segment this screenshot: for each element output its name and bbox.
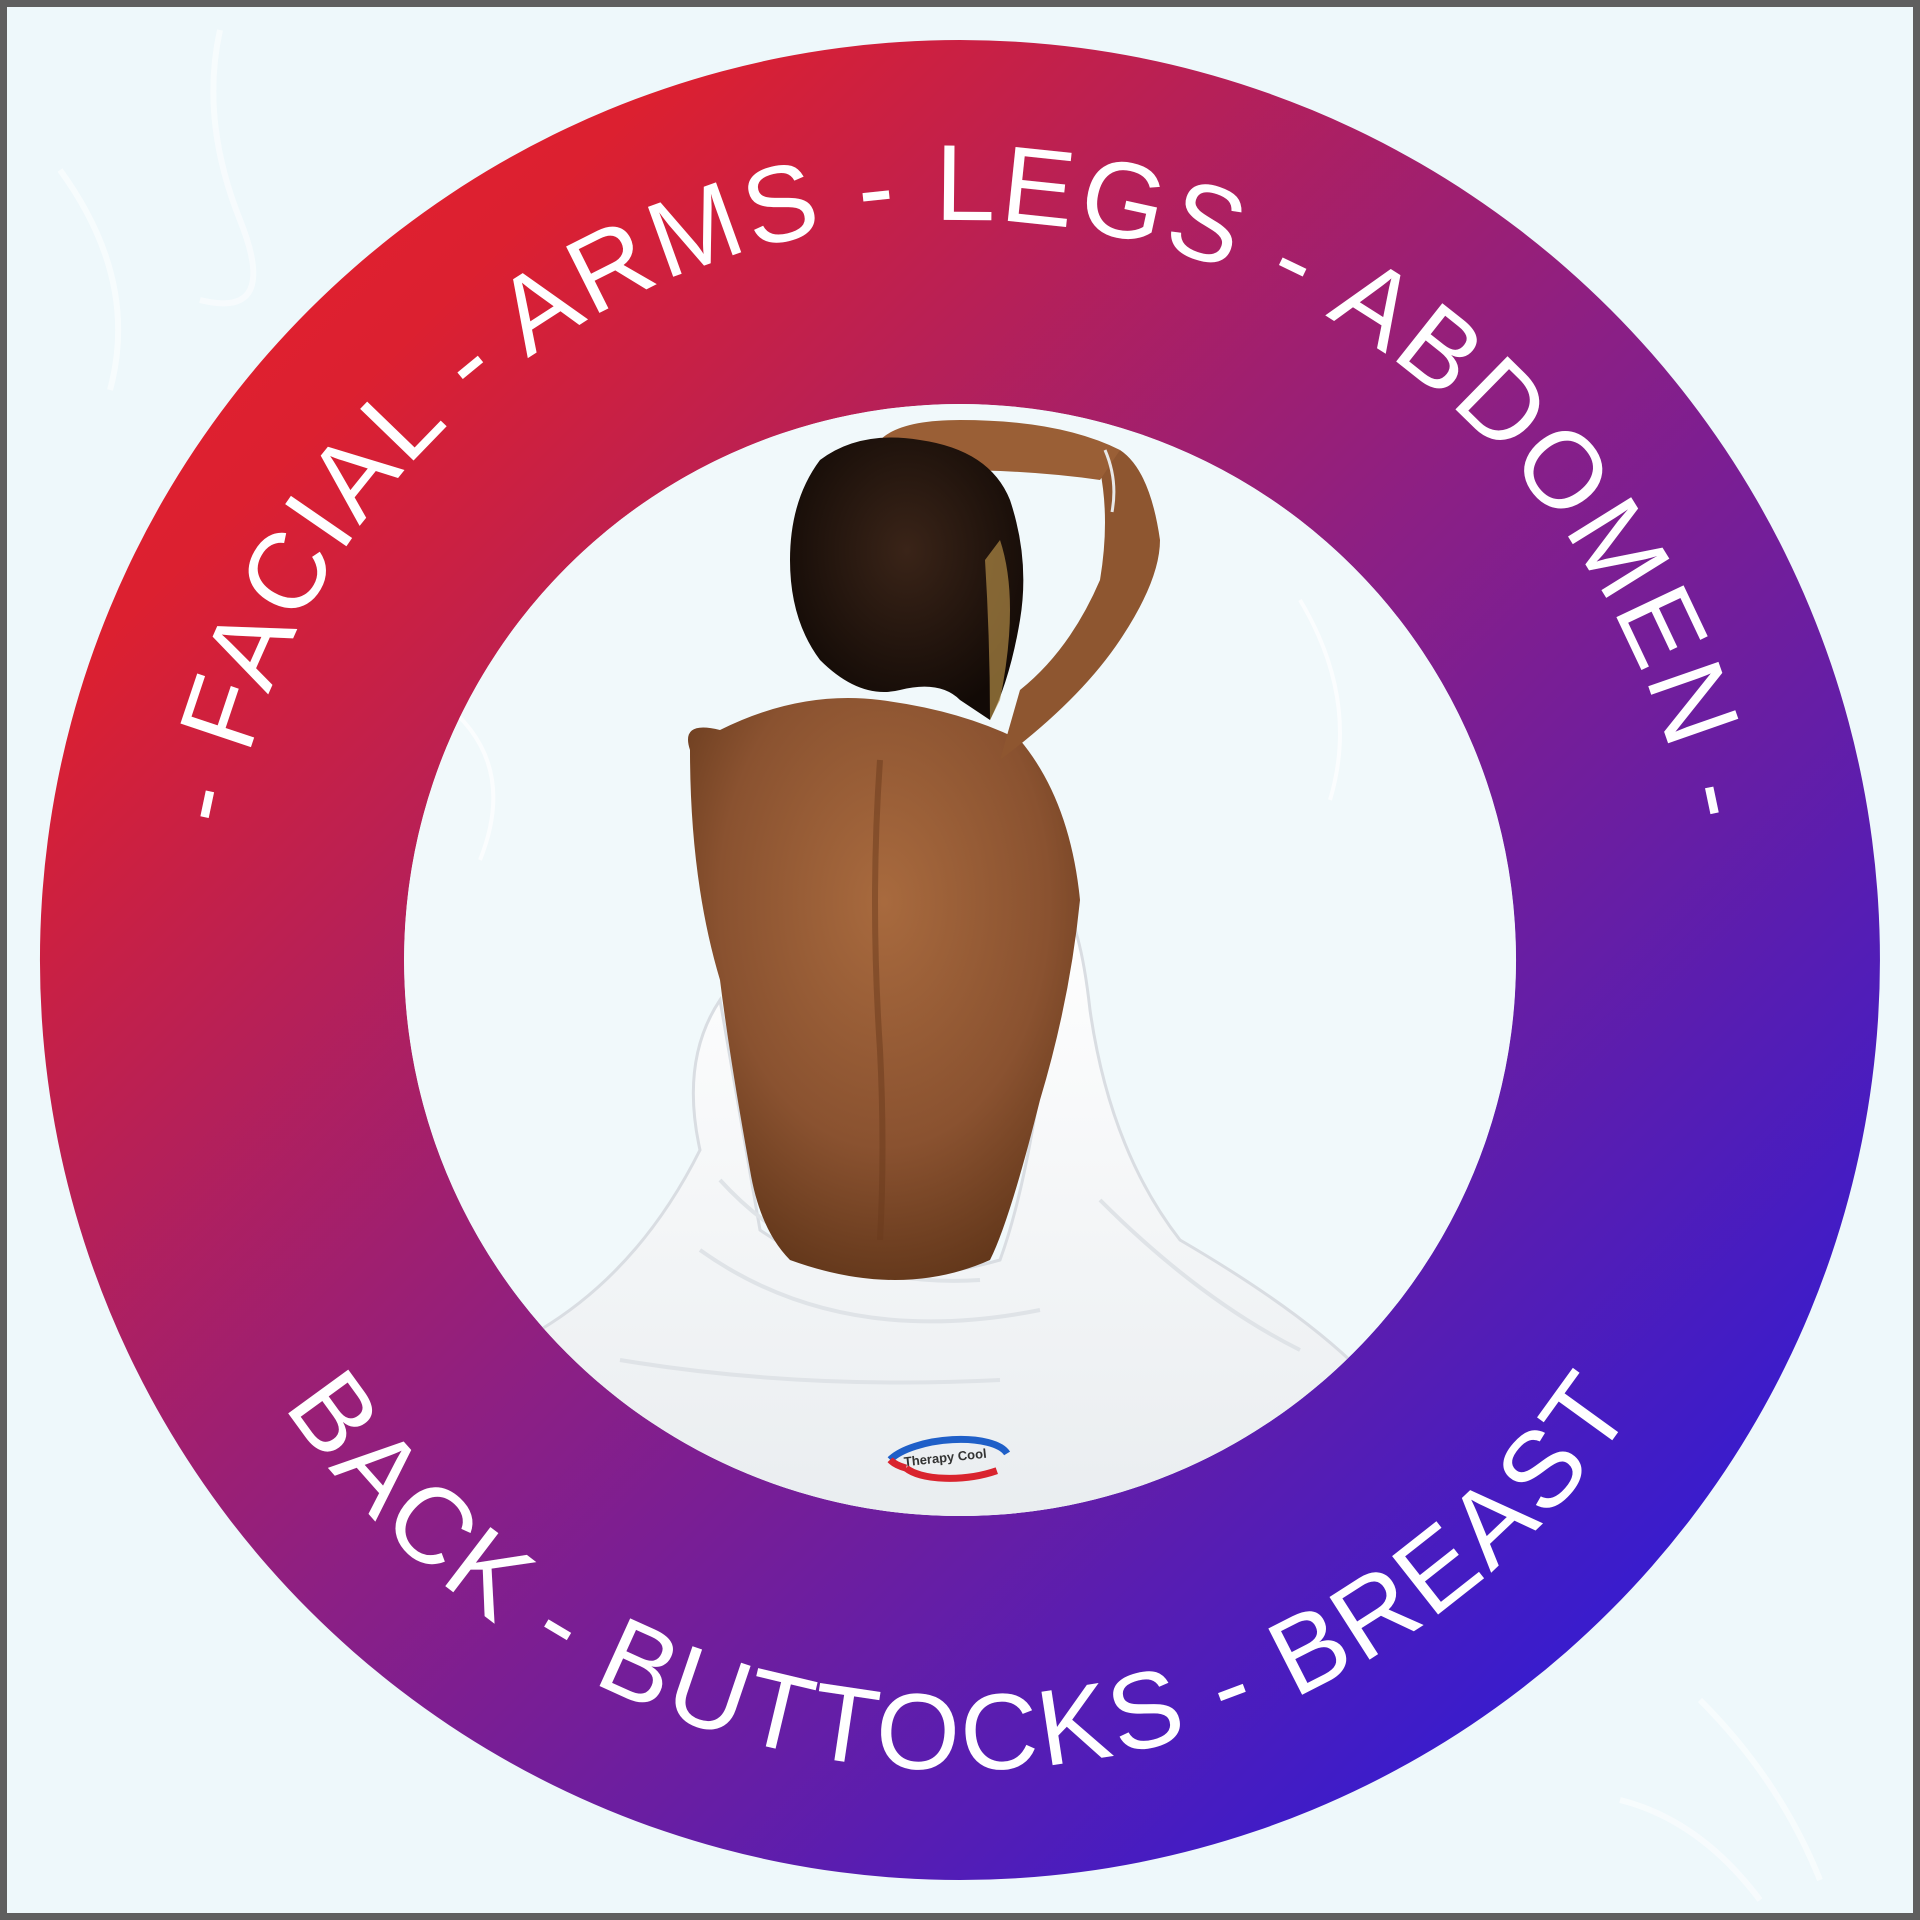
torso [688, 698, 1080, 1280]
raised-arm [1000, 450, 1160, 760]
badge-graphic: Therapy Cool - FACIAL - ARMS - LEGS - AB… [39, 29, 1880, 1902]
gradient-ring [39, 40, 1880, 1881]
badge-frame: Therapy Cool - FACIAL - ARMS - LEGS - AB… [7, 7, 1913, 1913]
hair [790, 437, 1024, 720]
background-texture [57, 29, 1823, 1902]
towel [538, 896, 1362, 1516]
center-photo: Therapy Cool [404, 404, 1516, 1516]
